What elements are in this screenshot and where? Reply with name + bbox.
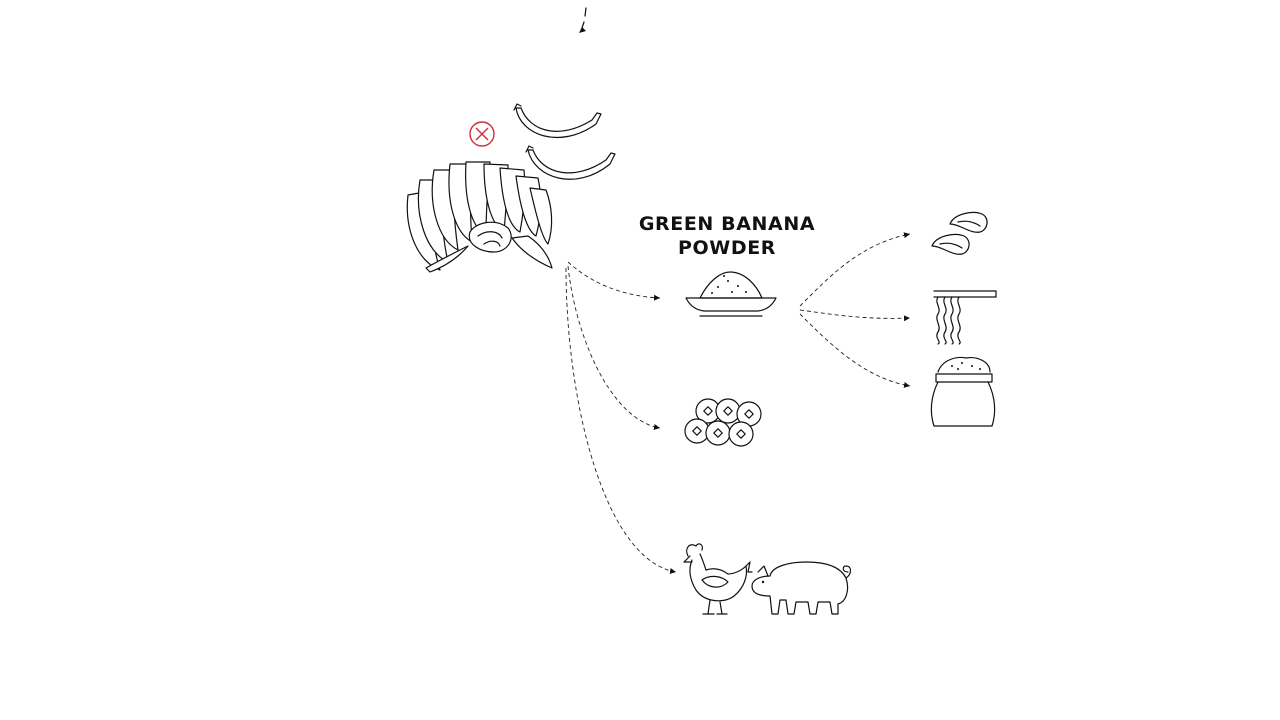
entry-arrow [579,7,587,33]
arrow-bunch-to-chips [567,265,661,430]
noodles-icon [933,290,997,345]
arrow-powder-to-sack [799,313,911,388]
crisps-icon [931,211,988,255]
pig-icon [751,561,852,615]
title-line-1: GREEN BANANA [638,213,816,235]
title-line-2: POWDER [677,237,776,259]
single-bananas-icon [513,103,616,180]
arrow-bunch-to-powder [567,261,661,301]
reject-x-icon [469,121,495,147]
banana-chips-icon [684,398,762,447]
arrow-powder-to-noodles [799,309,911,322]
arrow-bunch-to-animals [565,267,677,574]
flow-arrows [565,232,911,574]
diagram-title: GREEN BANANA POWDER [612,212,842,260]
flour-sack-icon [930,356,996,427]
powder-plate-icon [685,271,777,317]
arrow-powder-to-crisps [799,232,911,307]
banana-bunch-icon [406,161,553,273]
chicken-icon [683,543,753,615]
